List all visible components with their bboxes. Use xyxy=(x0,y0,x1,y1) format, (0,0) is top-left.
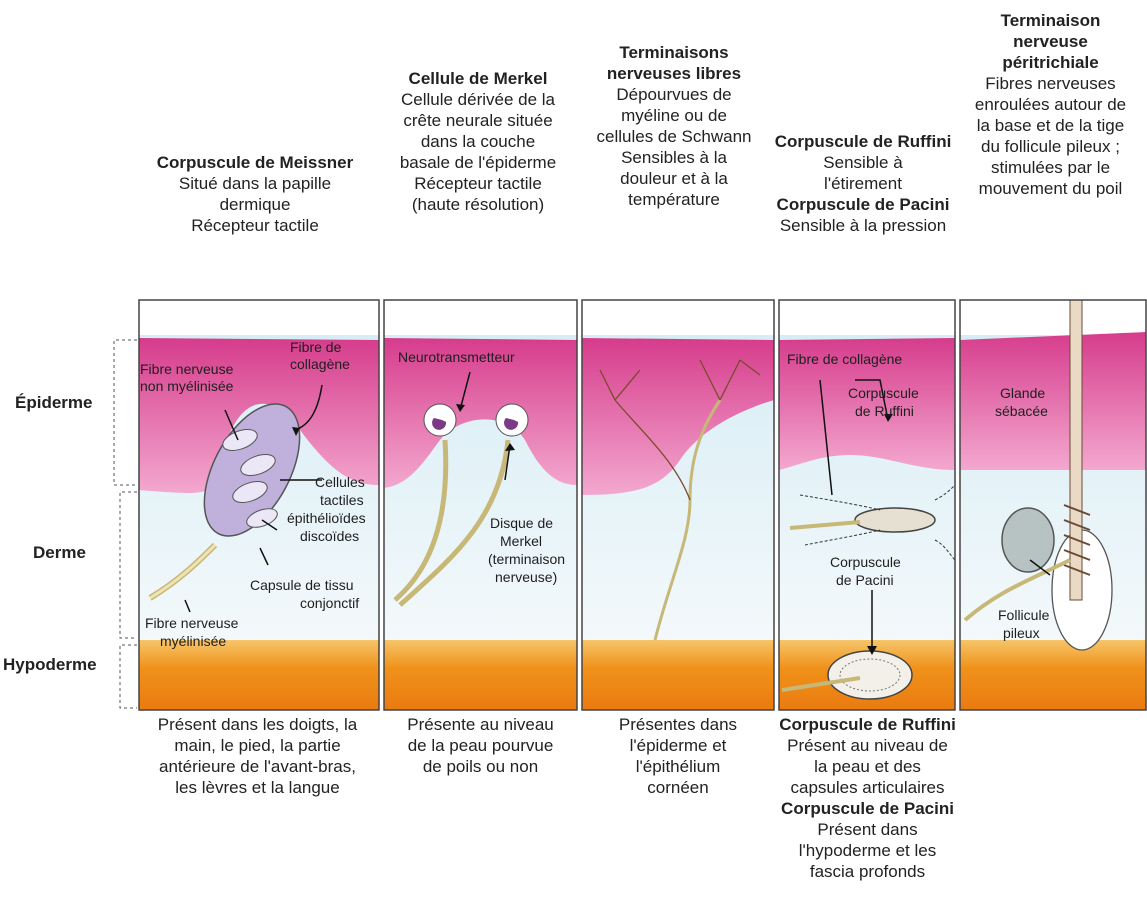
label-fibre-non-myelinisee: non myélinisée xyxy=(140,378,234,394)
footer-line: fascia profonds xyxy=(770,861,965,882)
label-cellules-tactiles: épithélioïdes xyxy=(287,510,366,526)
label-disque-merkel: Merkel xyxy=(500,533,542,549)
panel-peritrichiale xyxy=(960,300,1146,710)
footer-terminaisons-libres: Présentes dans l'épiderme et l'épithéliu… xyxy=(582,714,774,798)
epidermis-layer xyxy=(960,332,1146,470)
label-cellules-tactiles: discoïdes xyxy=(300,528,359,544)
footer-title: Corpuscule de Pacini xyxy=(770,798,965,819)
footer-line: la peau et des xyxy=(770,756,965,777)
footer-line: l'hypoderme et les xyxy=(770,840,965,861)
footer-line: l'épithélium xyxy=(582,756,774,777)
footer-line: Présent au niveau de xyxy=(770,735,965,756)
footer-title: Corpuscule de Ruffini xyxy=(770,714,965,735)
footer-line: Présent dans les doigts, la xyxy=(135,714,380,735)
footer-line: Présentes dans xyxy=(582,714,774,735)
footer-meissner: Présent dans les doigts, la main, le pie… xyxy=(135,714,380,798)
label-neurotransmetteur: Neurotransmetteur xyxy=(398,349,515,365)
label-corpuscule-ruffini: Corpuscule xyxy=(848,385,919,401)
ruffini-corpuscle xyxy=(855,508,935,532)
label-disque-merkel: nerveuse) xyxy=(495,569,557,585)
footer-line: cornéen xyxy=(582,777,774,798)
footer-line: de la peau pourvue xyxy=(384,735,577,756)
footer-line: antérieure de l'avant-bras, xyxy=(135,756,380,777)
label-corpuscule-pacini: Corpuscule xyxy=(830,554,901,570)
label-fibre-non-myelinisee: Fibre nerveuse xyxy=(140,361,234,377)
footer-line: de poils ou non xyxy=(384,756,577,777)
footer-merkel: Présente au niveau de la peau pourvue de… xyxy=(384,714,577,777)
label-cellules-tactiles: tactiles xyxy=(320,492,364,508)
panel-terminaisons-libres xyxy=(582,300,774,710)
label-fibre-collagene: Fibre de collagène xyxy=(787,351,902,367)
label-cellules-tactiles: Cellules xyxy=(315,474,365,490)
footer-line: les lèvres et la langue xyxy=(135,777,380,798)
footer-line: capsules articulaires xyxy=(770,777,965,798)
label-follicule-pileux: Follicule xyxy=(998,607,1050,623)
footer-line: l'épiderme et xyxy=(582,735,774,756)
pacini-corpuscle xyxy=(828,651,912,699)
label-capsule: conjonctif xyxy=(300,595,359,611)
footer-ruffini-pacini: Corpuscule de Ruffini Présent au niveau … xyxy=(770,714,965,882)
label-follicule-pileux: pileux xyxy=(1003,625,1040,641)
label-disque-merkel: Disque de xyxy=(490,515,553,531)
label-glande-sebacee: Glande xyxy=(1000,385,1045,401)
label-corpuscule-pacini: de Pacini xyxy=(836,572,894,588)
label-fibre-myelinisee: myélinisée xyxy=(160,633,226,649)
layer-brackets xyxy=(114,340,137,708)
label-glande-sebacee: sébacée xyxy=(995,403,1048,419)
label-disque-merkel: (terminaison xyxy=(488,551,565,567)
label-fibre-collagene: Fibre de xyxy=(290,339,342,355)
label-corpuscule-ruffini: de Ruffini xyxy=(855,403,914,419)
footer-line: Présent dans xyxy=(770,819,965,840)
footer-line: Présente au niveau xyxy=(384,714,577,735)
footer-line: main, le pied, la partie xyxy=(135,735,380,756)
sebaceous-gland xyxy=(1002,508,1054,572)
label-fibre-collagene: collagène xyxy=(290,356,350,372)
label-capsule: Capsule de tissu xyxy=(250,577,354,593)
label-fibre-myelinisee: Fibre nerveuse xyxy=(145,615,239,631)
